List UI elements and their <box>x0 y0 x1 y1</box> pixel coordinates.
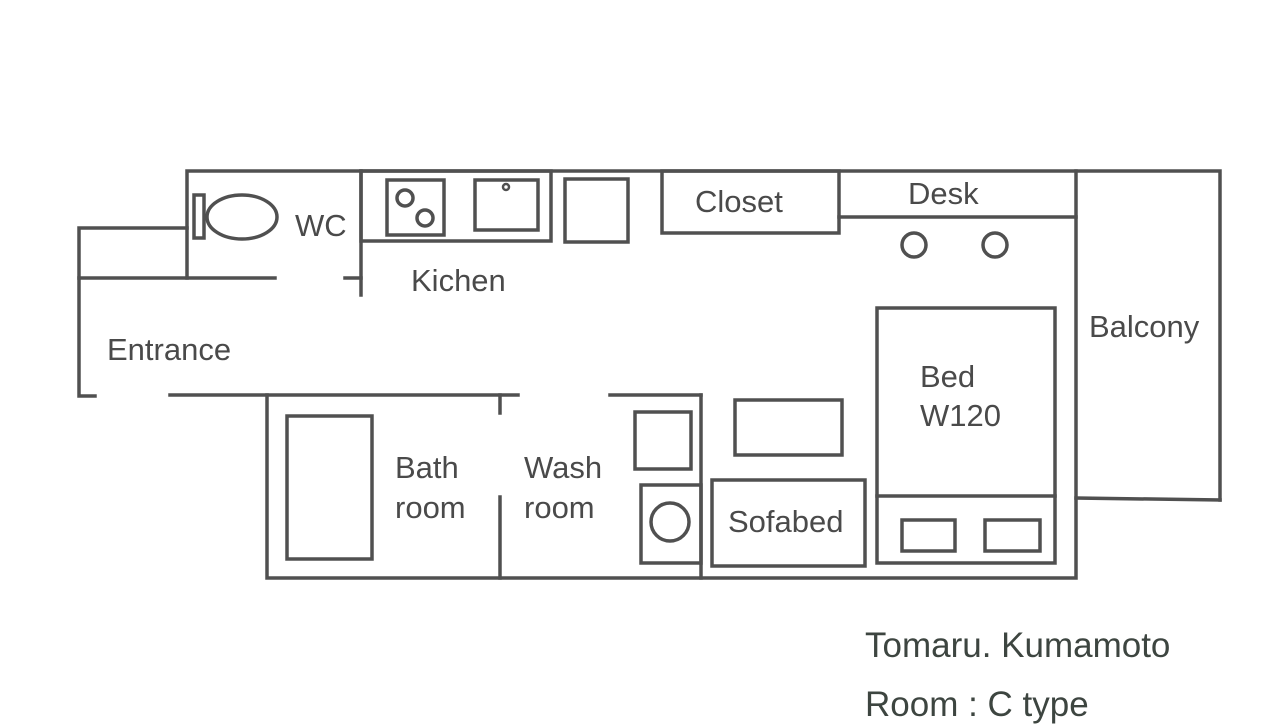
stove <box>385 178 446 237</box>
label-bed-size: W120 <box>920 398 1001 433</box>
stove-burner-2 <box>415 208 435 228</box>
table <box>733 398 844 457</box>
wash-basin <box>633 410 693 471</box>
fixtures <box>192 169 1078 568</box>
balcony-bottom-wall <box>1074 496 1222 502</box>
toilet-bowl <box>205 193 279 241</box>
label-kitchen: Kichen <box>411 263 506 298</box>
label-wash-room: room <box>524 490 595 525</box>
label-bath-room: room <box>395 490 466 525</box>
label-wash: Wash <box>524 450 602 485</box>
sofabed-box <box>710 478 867 568</box>
room-type: Room : C type <box>865 685 1089 724</box>
bath-outer-wall <box>265 169 1078 580</box>
fridge <box>563 177 630 244</box>
sink <box>473 178 540 232</box>
bed-frame <box>875 306 1057 565</box>
chair-2 <box>981 231 1009 259</box>
property-name: Tomaru. Kumamoto <box>865 626 1171 665</box>
kitchen-counter <box>359 169 553 243</box>
label-sofabed: Sofabed <box>728 504 844 539</box>
washing-machine-drum <box>649 501 691 543</box>
label-desk: Desk <box>908 176 979 211</box>
walls <box>77 169 1222 580</box>
sink-drain <box>501 182 511 192</box>
entrance-outer-wall <box>77 226 189 398</box>
toilet-tank <box>192 193 206 240</box>
room-labels: WC Kichen Closet Desk Entrance Balcony B… <box>107 176 1200 539</box>
label-bath: Bath <box>395 450 459 485</box>
pillow-2 <box>983 518 1042 553</box>
label-wc: WC <box>295 208 347 243</box>
washing-machine <box>639 483 703 565</box>
chair-1 <box>900 231 928 259</box>
label-closet: Closet <box>695 184 783 219</box>
label-entrance: Entrance <box>107 332 231 367</box>
label-bed: Bed <box>920 359 975 394</box>
bathtub <box>285 414 374 561</box>
closet-box <box>660 169 841 235</box>
pillow-1 <box>900 518 957 553</box>
label-balcony: Balcony <box>1089 309 1200 344</box>
stove-burner-1 <box>395 188 415 208</box>
